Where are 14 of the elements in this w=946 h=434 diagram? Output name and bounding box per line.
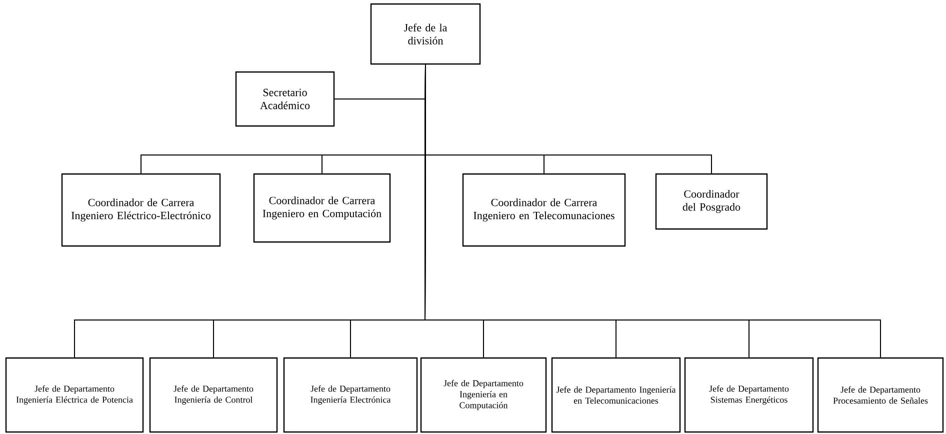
division-head-box: Jefe de la división	[370, 3, 481, 65]
department-box: Jefe de Departamento Ingeniería en Computación	[420, 357, 547, 433]
department-box: Jefe de Departamento Ingeniería Electrónica	[283, 357, 418, 433]
connector-line	[424, 64, 881, 358]
department-box: Jefe de Departamento Ingeniería en Telecomunicaciones	[551, 357, 681, 433]
department-box: Jefe de Departamento Ingeniería Eléctrica de Potencia	[5, 357, 144, 433]
secretary-box: Secretario Académico	[235, 71, 335, 127]
coordinator-box: Coordinador de Carrera Ingeniero en Computación	[253, 173, 391, 243]
department-box: Jefe de Departamento Sistemas Energéticos	[684, 357, 814, 433]
department-box: Jefe de Departamento Ingeniería de Control	[149, 357, 278, 433]
department-box: Jefe de Departamento Procesamiento de Señales	[817, 357, 944, 433]
coordinator-box: Coordinador del Posgrado	[655, 173, 768, 230]
coordinator-box: Coordinador de Carrera Ingeniero en Telecomunaciones	[462, 173, 626, 247]
coordinator-box: Coordinador de Carrera Ingeniero Eléctrico-Electrónico	[61, 173, 221, 247]
